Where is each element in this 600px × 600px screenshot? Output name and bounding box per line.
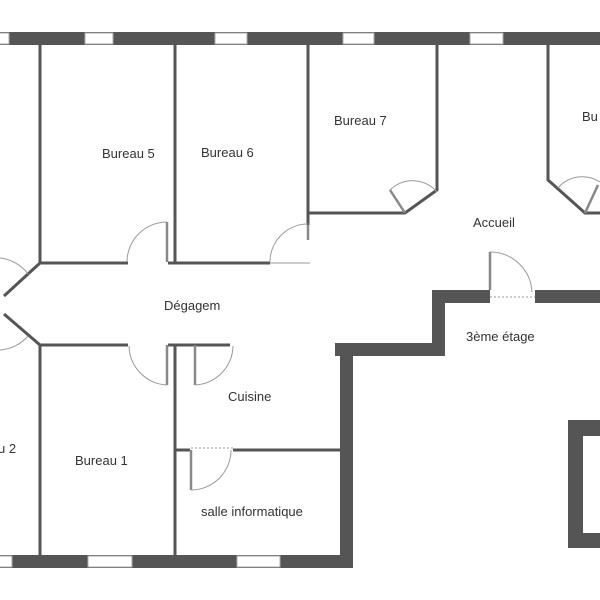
room-label-3eme-etage: 3ème étage: [466, 329, 535, 344]
room-label-degagement: Dégagem: [164, 298, 220, 313]
doors: [0, 176, 600, 491]
room-label-bureau-6: Bureau 6: [201, 145, 254, 160]
room-label-bureau-1: Bureau 1: [75, 453, 128, 468]
room-label-bureau-5: Bureau 5: [102, 146, 155, 161]
structural-walls: [0, 290, 600, 568]
room-label-accueil: Accueil: [473, 215, 515, 230]
interior-walls: [2, 45, 600, 556]
outer-wall-top: [0, 32, 600, 45]
room-label-bureau-8: Bu: [582, 109, 598, 124]
room-label-bureau-2: u 2: [0, 441, 16, 456]
room-label-bureau-7: Bureau 7: [334, 113, 387, 128]
room-label-cuisine: Cuisine: [228, 389, 271, 404]
windows-top: [0, 32, 504, 45]
room-label-salle-informatique: salle informatique: [201, 504, 303, 519]
